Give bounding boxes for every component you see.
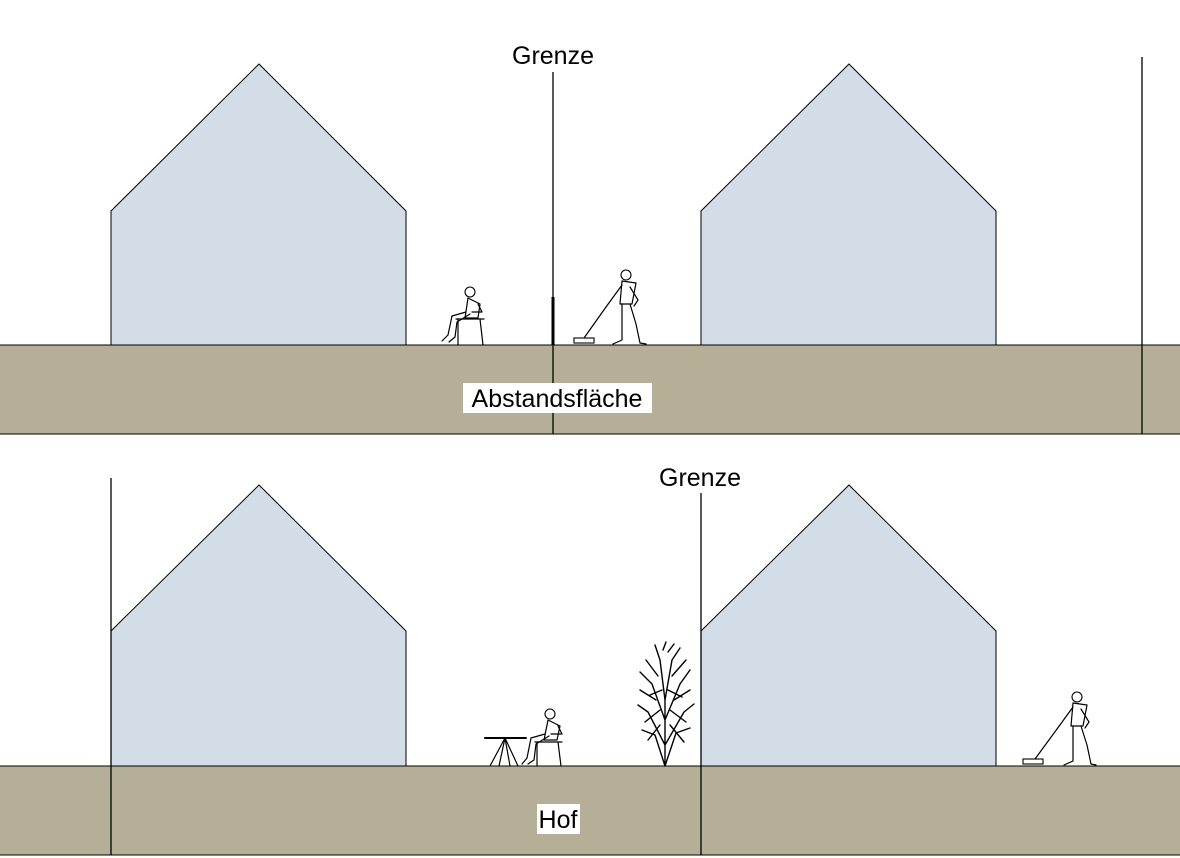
top-ground-label: Abstandsfläche (472, 385, 643, 413)
bottom-right-house (700, 484, 997, 767)
top-seated-person-icon (441, 286, 485, 346)
top-boundary-label: Grenze (512, 42, 594, 70)
top-left-house (110, 63, 407, 346)
top-right-house (700, 63, 997, 346)
bottom-panel: Grenze Hof (0, 464, 1180, 856)
bottom-ground-label-bg (537, 804, 580, 834)
bottom-lawnmower-person-icon (1022, 691, 1097, 766)
table-icon (484, 737, 527, 767)
bottom-ground-strip (0, 765, 1180, 856)
bottom-boundary-label: Grenze (659, 464, 741, 492)
top-panel: Grenze Abstandsfläche (0, 42, 1180, 435)
top-boundary-fence (551, 297, 555, 345)
bottom-ground-label: Hof (539, 806, 578, 834)
top-ground-label-bg (463, 383, 652, 413)
bottom-left-house (110, 484, 407, 767)
top-lawnmower-person-icon (573, 269, 647, 345)
shrub-icon (637, 641, 695, 767)
bottom-seated-person-icon (521, 708, 563, 767)
